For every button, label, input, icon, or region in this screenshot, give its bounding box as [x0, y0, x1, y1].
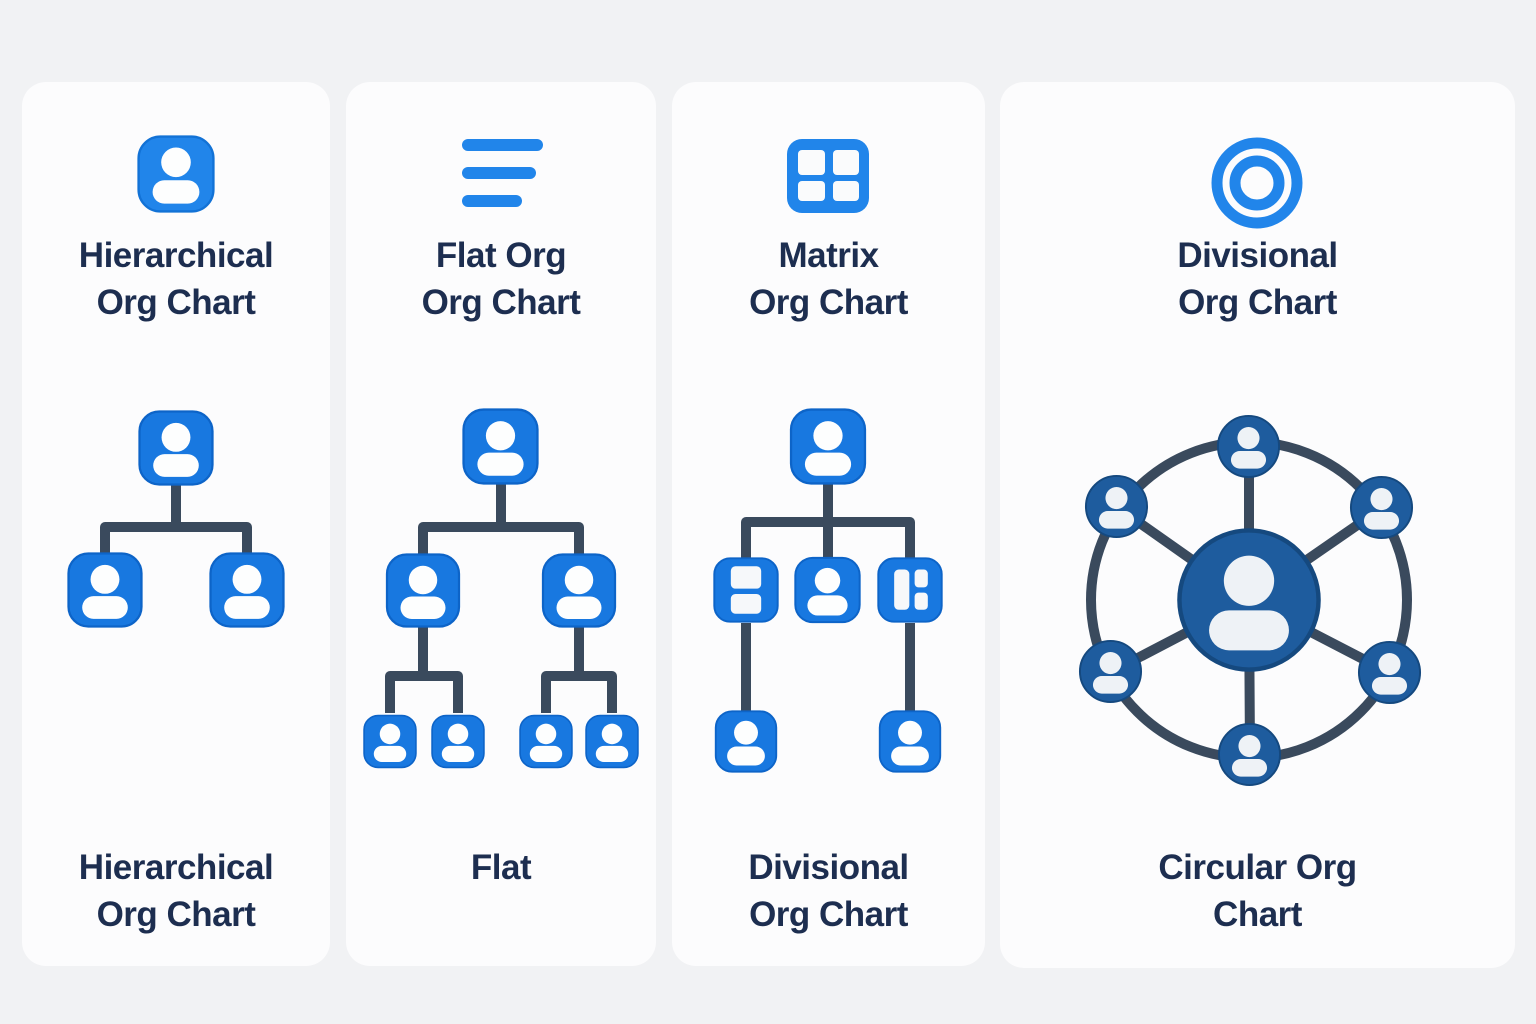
- person-node: [585, 714, 639, 769]
- list-node: [713, 557, 779, 623]
- person-node: [138, 410, 214, 486]
- card-title-line1: Matrix: [778, 236, 879, 275]
- card-title: Divisional Org Chart: [1000, 232, 1515, 326]
- concentric-circles-icon: [1211, 137, 1303, 229]
- card-title-line2: Org Chart: [96, 283, 256, 322]
- person-node: [541, 553, 617, 628]
- card-title-line2: Org Chart: [749, 283, 908, 322]
- layout-node: [877, 557, 943, 623]
- card-bottom-label: Circular Org Chart: [1000, 844, 1515, 938]
- card-bottom-line2: Org Chart: [749, 895, 908, 934]
- person-node: [794, 556, 861, 624]
- card-title: Flat Org Org Chart: [346, 232, 656, 326]
- person-node: [67, 552, 143, 628]
- person-circle-node: [1217, 722, 1282, 787]
- person-node: [519, 714, 573, 769]
- card-bottom-line1: Flat: [470, 848, 532, 887]
- card-bottom-line2: Chart: [1213, 895, 1302, 934]
- person-circle-node: [1349, 475, 1414, 540]
- person-node: [209, 552, 285, 628]
- person-node: [385, 553, 461, 628]
- connector: [541, 671, 617, 713]
- card-title-line1: Divisional: [1177, 236, 1338, 275]
- card-title-line2: Org Chart: [1178, 283, 1337, 322]
- card-divisional: Divisional Org Chart Circular Org Chart: [1000, 82, 1515, 968]
- person-node: [714, 710, 778, 773]
- card-hierarchical: Hierarchical Org Chart Hierarchical Org …: [22, 82, 330, 966]
- person-node: [789, 408, 867, 485]
- person-circle-node: [1357, 640, 1422, 705]
- card-bottom-line2: Org Chart: [96, 895, 256, 934]
- matrix-tree-diagram: [713, 408, 943, 773]
- menu-lines-icon: [462, 139, 543, 207]
- connector: [418, 522, 584, 558]
- card-title-line1: Flat Org: [435, 236, 567, 275]
- card-title-line1: Hierarchical: [78, 236, 274, 275]
- card-bottom-label: Hierarchical Org Chart: [22, 844, 330, 938]
- connector: [100, 522, 252, 570]
- person-node: [462, 408, 539, 485]
- card-bottom-line1: Circular Org: [1158, 848, 1357, 887]
- card-title: Hierarchical Org Chart: [22, 232, 330, 326]
- person-badge-icon: [137, 135, 215, 213]
- card-bottom-label: Flat: [346, 844, 656, 891]
- hierarchical-tree-diagram: [67, 410, 285, 628]
- flat-tree-diagram: [363, 408, 639, 769]
- circular-org-diagram: [1078, 414, 1422, 787]
- card-title: Matrix Org Chart: [672, 232, 985, 326]
- center-person-node: [1179, 530, 1318, 669]
- card-bottom-line1: Divisional: [748, 848, 909, 887]
- person-node: [363, 714, 417, 769]
- card-bottom-label: Divisional Org Chart: [672, 844, 985, 938]
- person-circle-node: [1078, 639, 1143, 704]
- card-bottom-line1: Hierarchical: [78, 848, 274, 887]
- person-node: [878, 710, 942, 773]
- connector: [385, 671, 463, 713]
- spokes: [1108, 446, 1393, 756]
- card-title-line2: Org Chart: [421, 283, 581, 322]
- card-matrix: Matrix Org Chart Divisional Org Chart: [672, 82, 985, 966]
- card-flat: Flat Org Org Chart Flat: [346, 82, 656, 966]
- person-circle-node: [1216, 414, 1281, 479]
- person-node: [431, 714, 485, 769]
- person-circle-node: [1084, 474, 1149, 539]
- grid-icon: [787, 139, 869, 213]
- connector: [741, 517, 915, 558]
